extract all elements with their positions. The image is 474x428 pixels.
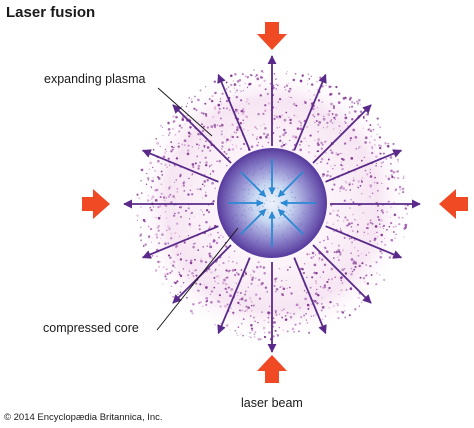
plasma-expansion-arrow-icon [325, 225, 403, 259]
laser-beam-arrows [82, 22, 468, 383]
plasma-expansion-arrow-icon [141, 149, 219, 183]
laser-beam-arrow-icon [439, 189, 468, 219]
compressed-core [217, 148, 327, 258]
copyright-notice: © 2014 Encyclopædia Britannica, Inc. [4, 412, 163, 423]
compression-arrow-icon [240, 208, 267, 235]
compressed-core-label: compressed core [43, 321, 139, 335]
core-leader-line [156, 227, 239, 331]
plasma-expansion-arrow-icon [293, 73, 327, 151]
compression-arrows [228, 159, 316, 247]
plasma-expansion-arrow-icon [312, 244, 372, 304]
expanding-plasma-label: expanding plasma [44, 72, 146, 86]
plasma-expansion-arrow-icon [325, 149, 403, 183]
laser-beam-label: laser beam [241, 396, 303, 410]
compression-arrow-icon [277, 171, 304, 198]
plasma-expansion-arrow-icon [312, 104, 372, 164]
plasma-expansion-arrow-icon [172, 104, 232, 164]
plasma-expansion-arrow-icon [217, 73, 251, 151]
compression-arrow-icon [277, 208, 304, 235]
page-title: Laser fusion [6, 4, 96, 21]
plasma-expansion-arrow-icon [141, 225, 219, 259]
laser-beam-arrow-icon [257, 22, 287, 50]
compression-arrow-icon [240, 171, 267, 198]
laser-beam-arrow-icon [257, 355, 287, 383]
plasma-leader-line [157, 87, 213, 137]
plasma-expansion-arrow-icon [217, 257, 251, 335]
plasma-expansion-arrows [123, 55, 421, 353]
laser-beam-arrow-icon [82, 189, 110, 219]
plasma-expansion-arrow-icon [293, 257, 327, 335]
